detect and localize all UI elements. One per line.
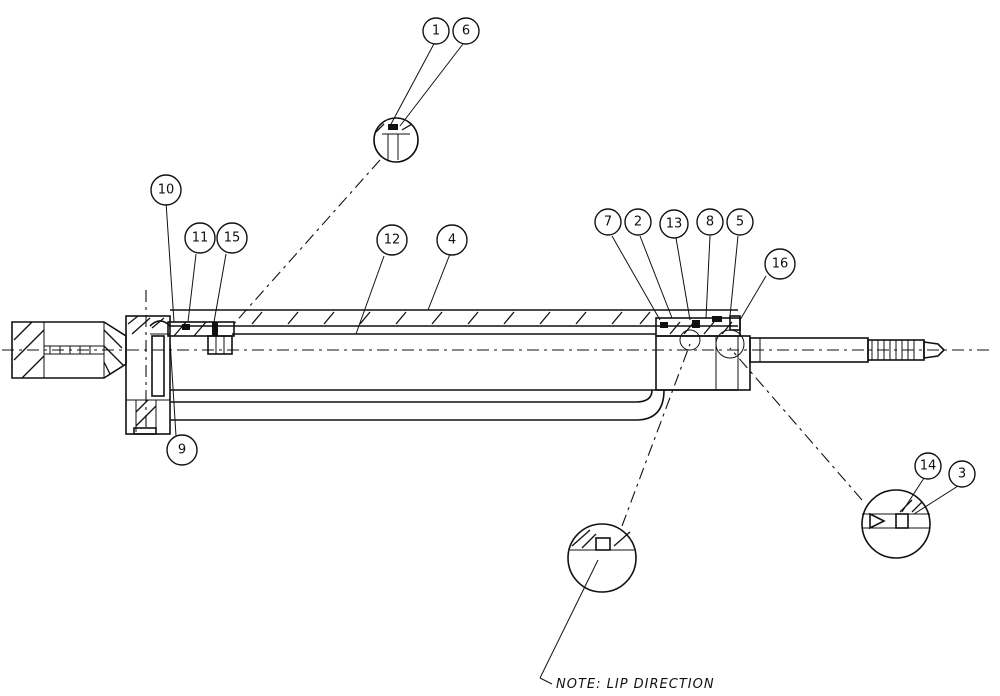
balloon-3-label: 3: [958, 467, 966, 482]
piston-seal-pack: [167, 321, 235, 355]
balloon-4-label: 4: [448, 233, 456, 248]
detail-callout-circle: [715, 329, 745, 359]
balloon-14: 14: [914, 452, 942, 480]
balloon-12: 12: [376, 224, 408, 256]
balloon-1: 1: [422, 17, 450, 45]
balloon-7: 7: [594, 208, 622, 236]
detail-callout-circle: [679, 329, 701, 351]
balloon-2: 2: [624, 208, 652, 236]
cylinder-head-block: [125, 315, 171, 435]
balloon-15: 15: [216, 222, 248, 254]
lip-direction-note: NOTE: LIP DIRECTION: [556, 677, 715, 692]
balloon-11-label: 11: [192, 231, 209, 246]
balloon-8: 8: [696, 208, 724, 236]
balloon-8-label: 8: [706, 215, 714, 230]
balloon-16-label: 16: [772, 257, 789, 272]
leader-lines: [165, 39, 959, 685]
detail-view-right: [729, 347, 931, 559]
balloon-5-label: 5: [736, 215, 744, 230]
balloon-10: 10: [150, 174, 182, 206]
balloon-1-label: 1: [432, 24, 440, 39]
balloon-9: 9: [166, 434, 198, 466]
balloon-12-label: 12: [384, 233, 401, 248]
balloon-15-label: 15: [224, 231, 241, 246]
balloon-3: 3: [948, 460, 976, 488]
balloon-16: 16: [764, 248, 796, 280]
balloon-13: 13: [659, 209, 689, 239]
balloon-9-label: 9: [178, 443, 186, 458]
balloon-5: 5: [726, 208, 754, 236]
balloon-2-label: 2: [634, 215, 642, 230]
rod-gland: [655, 315, 751, 391]
balloon-11: 11: [184, 222, 216, 254]
balloon-10-label: 10: [158, 183, 175, 198]
balloon-4: 4: [436, 224, 468, 256]
balloon-7-label: 7: [604, 215, 612, 230]
piston-rod: [749, 337, 946, 363]
detail-view-top: [231, 117, 419, 327]
detail-view-bottom: [567, 343, 691, 593]
balloon-14-label: 14: [920, 459, 937, 474]
cylinder-barrel: [170, 309, 738, 391]
balloon-13-label: 13: [666, 217, 683, 232]
balloon-6: 6: [452, 17, 480, 45]
balloon-6-label: 6: [462, 24, 470, 39]
hydraulic-tube: [170, 389, 665, 421]
